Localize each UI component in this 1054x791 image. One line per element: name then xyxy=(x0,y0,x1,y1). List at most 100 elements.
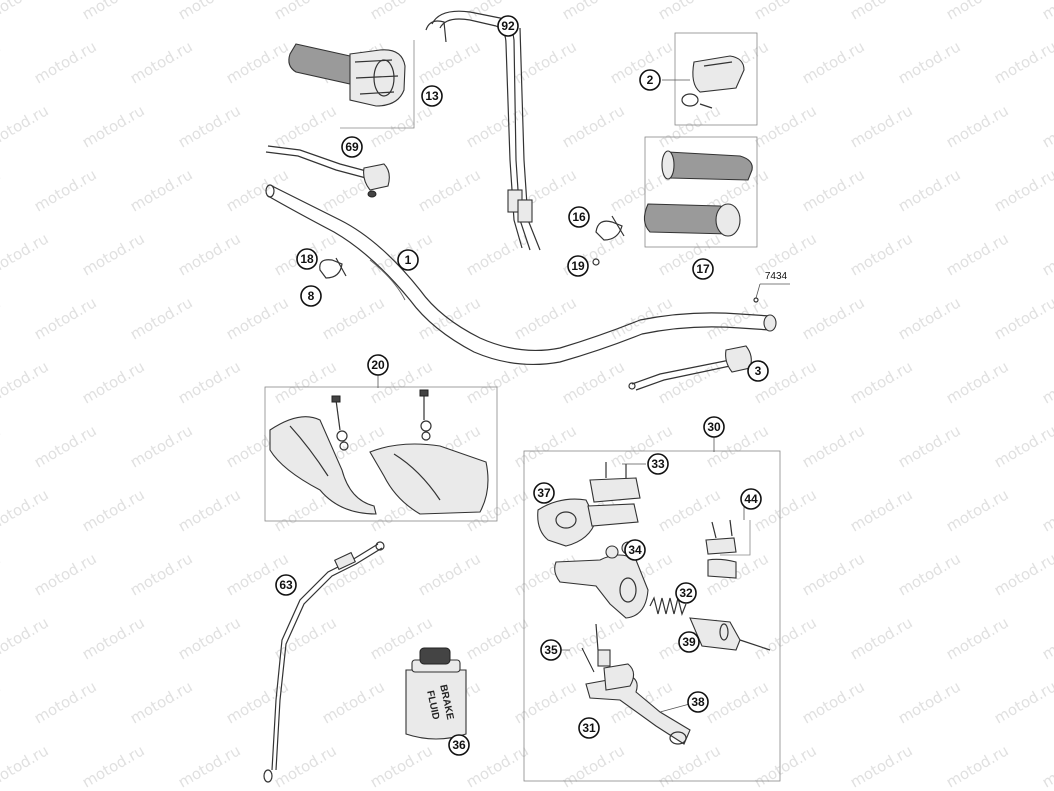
watermark-text: motod.ru xyxy=(415,549,484,599)
part-16-19-clips xyxy=(592,215,625,266)
watermark-text: motod.ru xyxy=(799,293,868,343)
callout-label: 30 xyxy=(707,420,721,434)
callout-label: 32 xyxy=(679,586,693,600)
watermark-text: motod.ru xyxy=(991,421,1054,471)
watermark-text: motod.ru xyxy=(751,0,820,23)
watermark-text: motod.ru xyxy=(511,293,580,343)
watermark-text: motod.ru xyxy=(31,421,100,471)
watermark-text: motod.ru xyxy=(415,293,484,343)
watermark-text: motod.ru xyxy=(175,357,244,407)
watermark-text: motod.ru xyxy=(895,549,964,599)
watermark-text: motod.ru xyxy=(31,37,100,87)
watermark-text: motod.ru xyxy=(943,101,1012,151)
watermark-text: motod.ru xyxy=(511,677,580,727)
watermark-text: motod.ru xyxy=(799,37,868,87)
watermark-text: motod.ru xyxy=(511,421,580,471)
watermark-text: motod.ru xyxy=(31,677,100,727)
watermark-text: motod.ru xyxy=(943,485,1012,535)
watermark-text: motod.ru xyxy=(991,549,1054,599)
watermark-text: motod.ru xyxy=(319,293,388,343)
callout-3: 3 xyxy=(747,360,769,382)
watermark-text: motod.ru xyxy=(271,613,340,663)
watermark-text: motod.ru xyxy=(895,165,964,215)
watermark-text: motod.ru xyxy=(799,165,868,215)
watermark-text: motod.ru xyxy=(895,421,964,471)
part-number-tag: 7434 xyxy=(765,271,788,282)
watermark-text: motod.ru xyxy=(175,485,244,535)
watermark-text: motod.ru xyxy=(0,293,4,343)
watermark-text: motod.ru xyxy=(0,549,4,599)
callout-label: 2 xyxy=(647,73,654,87)
watermark-text: motod.ru xyxy=(559,101,628,151)
watermark-text: motod.ru xyxy=(847,357,916,407)
watermark-text: motod.ru xyxy=(271,0,340,23)
watermark-text: motod.ru xyxy=(607,293,676,343)
callout-69: 69 xyxy=(341,136,363,158)
callout-19: 19 xyxy=(567,255,589,277)
callout-label: 18 xyxy=(300,252,314,266)
watermark-text: motod.ru xyxy=(0,677,4,727)
watermark-text: motod.ru xyxy=(847,101,916,151)
watermark-text: motod.ru xyxy=(943,613,1012,663)
callout-39: 39 xyxy=(678,631,700,653)
group-frames xyxy=(264,32,781,782)
watermark-text: motod.ru xyxy=(895,677,964,727)
watermark-text: motod.ru xyxy=(799,677,868,727)
watermark-text: motod.ru xyxy=(367,101,436,151)
callout-label: 13 xyxy=(425,89,439,103)
watermark-text: motod.ru xyxy=(1039,741,1054,791)
watermark-text: motod.ru xyxy=(703,293,772,343)
watermark-text: motod.ru xyxy=(463,101,532,151)
watermark-text: motod.ru xyxy=(415,165,484,215)
watermark-text: motod.ru xyxy=(175,741,244,791)
watermark-text: motod.ru xyxy=(991,677,1054,727)
throttle-cables xyxy=(425,10,541,251)
watermark-text: motod.ru xyxy=(847,741,916,791)
watermark-text: motod.ru xyxy=(79,101,148,151)
watermark-text: motod.ru xyxy=(0,37,4,87)
part-69-lever xyxy=(265,145,390,198)
watermark-text: motod.ru xyxy=(319,677,388,727)
watermark-text: motod.ru xyxy=(127,421,196,471)
watermark-text: motod.ru xyxy=(0,101,52,151)
watermark-text: motod.ru xyxy=(463,0,532,23)
watermark-text: motod.ru xyxy=(895,37,964,87)
callout-92: 92 xyxy=(497,15,519,37)
part-17-grips xyxy=(643,150,753,237)
watermark-text: motod.ru xyxy=(0,741,52,791)
callout-label: 33 xyxy=(651,457,665,471)
callout-label: 35 xyxy=(544,643,558,657)
part-20-handguards xyxy=(269,389,489,515)
part-2-clamp xyxy=(662,55,745,109)
watermark-text: motod.ru xyxy=(655,741,724,791)
watermark-text: motod.ru xyxy=(703,677,772,727)
watermark-text: motod.ru xyxy=(0,613,52,663)
watermark-text: motod.ru xyxy=(751,485,820,535)
callout-label: 36 xyxy=(452,738,466,752)
watermark-text: motod.ru xyxy=(751,101,820,151)
callout-33: 33 xyxy=(647,453,669,475)
watermark-text: motod.ru xyxy=(223,293,292,343)
watermark-text: motod.ru xyxy=(79,485,148,535)
watermark-text: motod.ru xyxy=(79,0,148,23)
callout-16: 16 xyxy=(568,206,590,228)
watermark-text: motod.ru xyxy=(559,613,628,663)
watermark-text: motod.ru xyxy=(943,0,1012,23)
callout-34: 34 xyxy=(624,539,646,561)
watermark-text: motod.ru xyxy=(655,0,724,23)
part-30-brake-master-cylinder xyxy=(537,462,771,745)
part-63-clutch-cable xyxy=(263,541,385,783)
watermark-text: motod.ru xyxy=(463,229,532,279)
callout-label: 16 xyxy=(572,210,586,224)
callout-63: 63 xyxy=(275,574,297,596)
part-number-leader xyxy=(753,283,790,303)
watermark-text: motod.ru xyxy=(271,741,340,791)
watermark-text: motod.ru xyxy=(127,37,196,87)
callout-label: 19 xyxy=(571,259,585,273)
callout-35: 35 xyxy=(540,639,562,661)
callout-label: 38 xyxy=(691,695,705,709)
callout-label: 17 xyxy=(696,262,710,276)
